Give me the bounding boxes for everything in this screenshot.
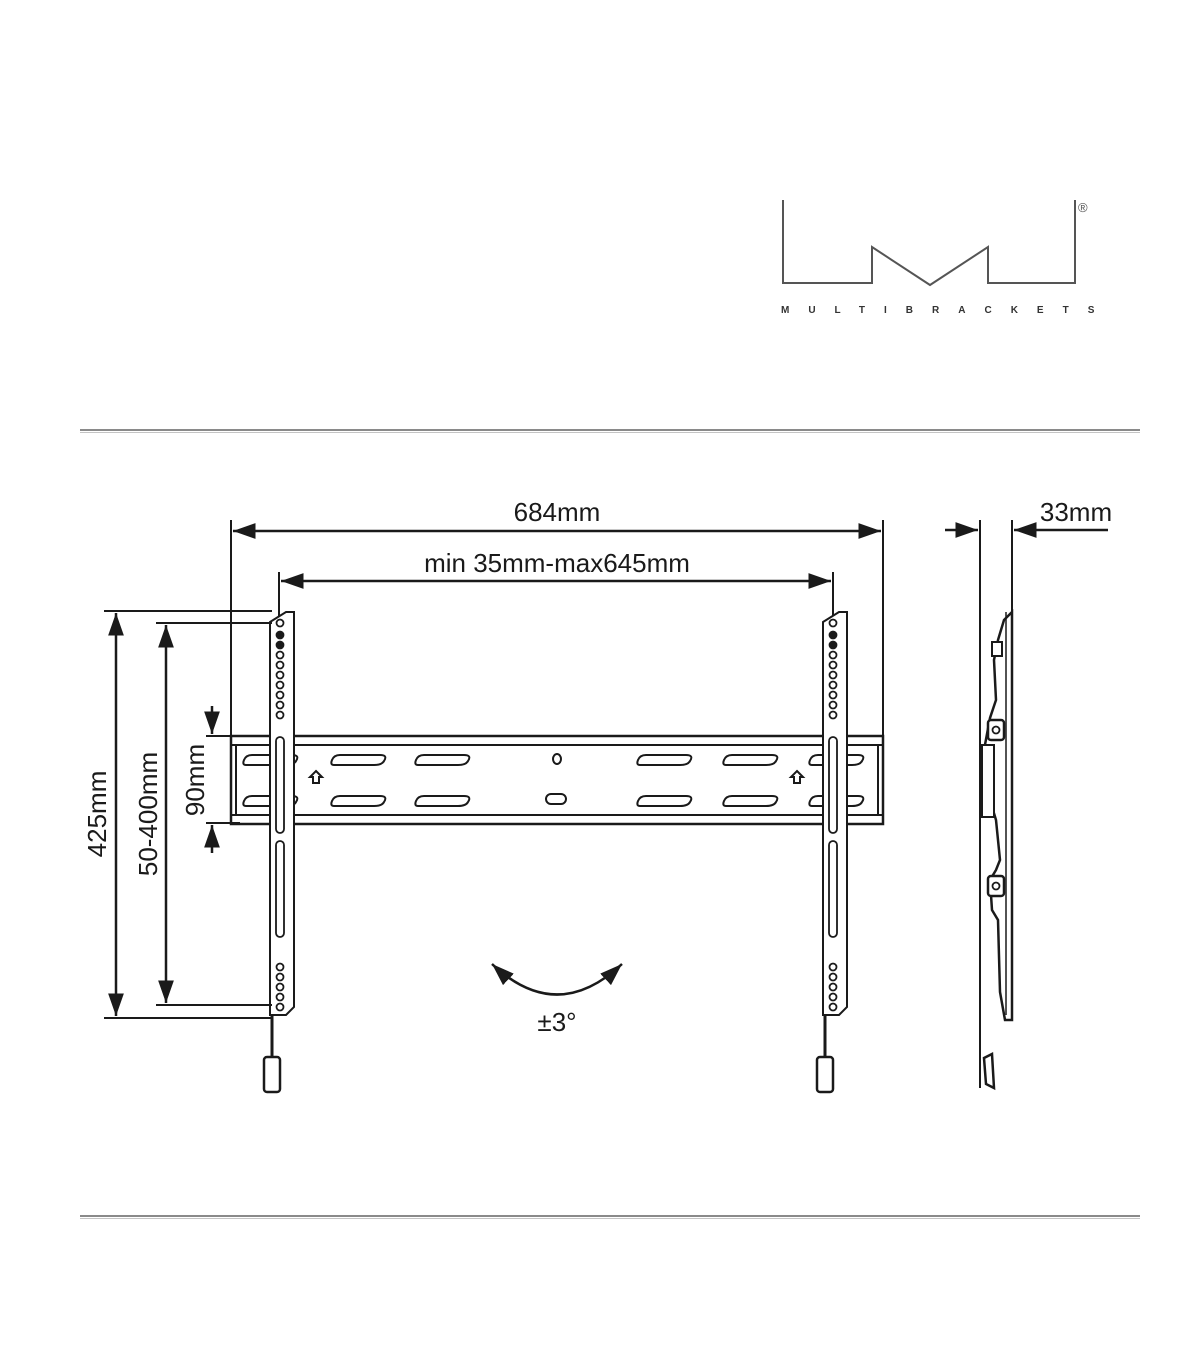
wall-rail	[229, 734, 885, 826]
overall-height-label: 425mm	[82, 771, 112, 858]
up-arrow-icon	[788, 769, 806, 784]
bracket-spacing-label: min 35mm-max645mm	[424, 548, 690, 578]
bracket-spacing-dimension: min 35mm-max645mm	[278, 548, 834, 620]
vesa-range-label: 50-400mm	[133, 752, 163, 876]
side-view: 33mm	[945, 497, 1112, 1091]
left-bracket-arm	[262, 611, 295, 1094]
tilt-arc-icon	[491, 963, 623, 996]
tilt-label: ±3°	[537, 1007, 576, 1037]
vesa-range-dimension: 50-400mm	[133, 622, 272, 1006]
depth-label: 33mm	[1040, 497, 1112, 527]
tilt-indicator: ±3°	[491, 963, 623, 1037]
multibrackets-logo: ® MULTIBRACKETS	[781, 200, 1095, 316]
overall-width-dimension: 684mm	[230, 497, 884, 825]
bottom-divider	[80, 1215, 1140, 1219]
overall-width-label: 684mm	[514, 497, 601, 527]
top-divider	[80, 429, 1140, 433]
rail-height-dimension: 90mm	[180, 706, 240, 853]
rail-height-label: 90mm	[180, 744, 210, 816]
overall-height-dimension: 425mm	[82, 610, 272, 1019]
brand-wordmark: MULTIBRACKETS	[781, 305, 1095, 316]
registered-mark: ®	[1078, 200, 1088, 215]
right-bracket-arm	[815, 611, 848, 1094]
logo-mark-icon	[782, 200, 1076, 287]
up-arrow-icon	[307, 769, 325, 784]
